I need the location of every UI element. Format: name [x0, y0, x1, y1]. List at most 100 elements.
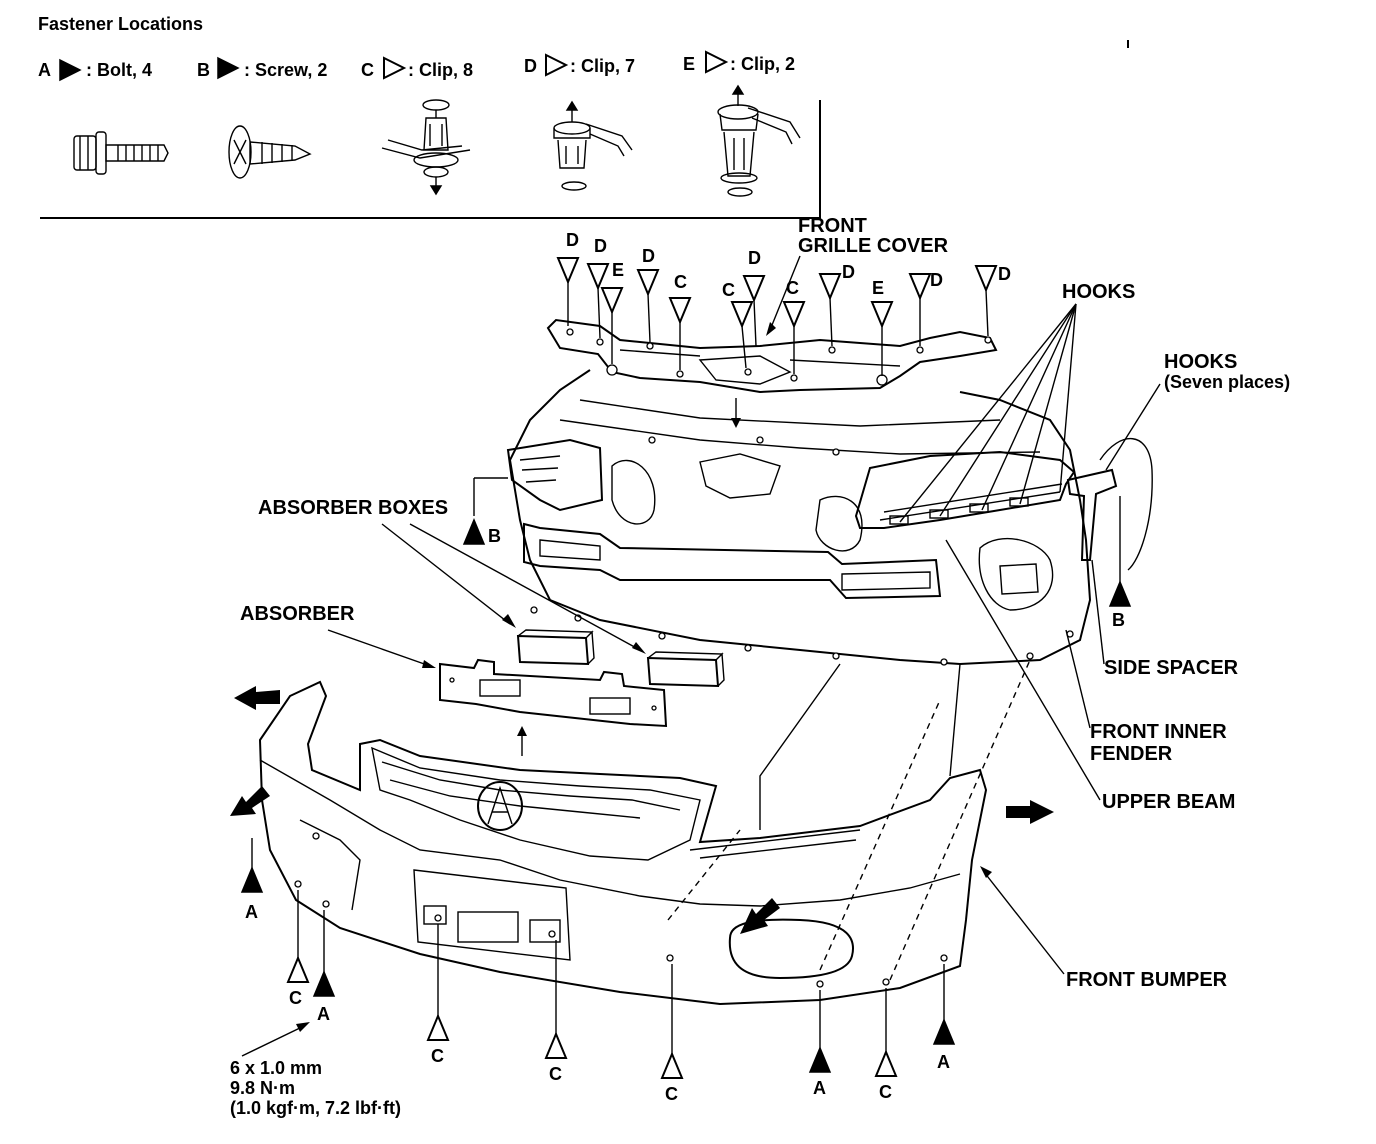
upper-beam: [854, 450, 1076, 529]
bolt-icon: [73, 131, 169, 175]
marker-d-triangle: [586, 263, 610, 291]
fastener-legend: Fastener Locations A : Bolt, 4 B : Screw…: [38, 14, 1129, 219]
arrow-right-icon: [1006, 800, 1054, 824]
bumper-markers: A C A C C C A C A: [240, 838, 956, 1104]
side-spacer: [1066, 468, 1118, 561]
marker-c-triangle: [782, 301, 806, 329]
marker-a-triangle: [808, 1046, 832, 1073]
marker-a-label: A: [813, 1078, 826, 1098]
legend-title: Fastener Locations: [38, 14, 203, 34]
front-bumper: [258, 659, 1031, 1006]
marker-b-right: B: [1108, 496, 1132, 630]
arrow-down-left-icon: [740, 898, 780, 934]
marker-e-label: E: [872, 278, 884, 298]
marker-d-label: D: [998, 264, 1011, 284]
marker-e-label: E: [612, 260, 624, 280]
legend-text-d: : Clip, 7: [570, 56, 635, 76]
marker-c-label: C: [674, 272, 687, 292]
marker-c-label: C: [289, 988, 302, 1008]
torque-spec-line3: (1.0 kgf·m, 7.2 lbf·ft): [230, 1098, 401, 1118]
leader-grille-cover: [769, 255, 801, 331]
label-hooks: HOOKS: [1062, 281, 1135, 303]
legend-letter-e: E: [683, 54, 695, 74]
guide-line: [949, 663, 961, 777]
hooks-leaders: [899, 303, 1077, 523]
marker-a-triangle: [240, 866, 264, 893]
legend-triangle-e: [705, 50, 729, 74]
upper-structure: [506, 369, 1153, 666]
torque-spec-line1: 6 x 1.0 mm: [230, 1058, 322, 1078]
label-absorber: ABSORBER: [240, 603, 355, 625]
arrow-down-left-icon: [230, 786, 270, 816]
grille-cover-holes: [566, 328, 992, 386]
label-hooks-seven-line1: HOOKS: [1164, 351, 1237, 373]
marker-d-label: D: [566, 230, 579, 250]
legend-text-a: : Bolt, 4: [86, 60, 152, 80]
legend-text-e: : Clip, 2: [730, 54, 795, 74]
marker-d-label: D: [930, 270, 943, 290]
leader-hooks-seven: [1105, 383, 1161, 471]
marker-d-triangle: [742, 275, 766, 303]
marker-d-label: D: [842, 262, 855, 282]
marker-d-label: D: [748, 248, 761, 268]
absorber-boxes: [516, 629, 725, 688]
label-front-inner-fender-line1: FRONT INNER: [1090, 721, 1227, 743]
marker-c-label: C: [722, 280, 735, 300]
label-side-spacer: SIDE SPACER: [1104, 657, 1239, 679]
guide-line: [759, 663, 841, 830]
marker-d-triangle: [556, 257, 580, 285]
label-front-bumper: FRONT BUMPER: [1066, 969, 1228, 991]
marker-c-label: C: [665, 1084, 678, 1104]
marker-e-triangle: [600, 287, 624, 315]
marker-a-triangle: [312, 970, 336, 997]
direction-arrows: [230, 686, 1054, 934]
clip-d-icon: [553, 100, 633, 191]
marker-c-triangle: [286, 955, 310, 983]
torque-spec: 6 x 1.0 mm 9.8 N·m (1.0 kgf·m, 7.2 lbf·f…: [230, 1022, 401, 1118]
marker-d-triangle: [818, 273, 842, 301]
marker-d-triangle: [636, 269, 660, 297]
marker-c-triangle: [660, 1051, 684, 1079]
label-front-grille-cover-line2: GRILLE COVER: [798, 235, 949, 257]
label-front-grille-cover-line1: FRONT: [798, 215, 867, 237]
legend-triangle-b: [217, 56, 240, 80]
marker-d-label: D: [642, 246, 655, 266]
marker-d-triangle: [974, 265, 998, 293]
screw-icon: [228, 125, 312, 179]
label-hooks-seven-line2: (Seven places): [1164, 372, 1290, 392]
legend-frame: [40, 100, 821, 219]
absorber: [439, 658, 668, 728]
marker-d-label: D: [594, 236, 607, 256]
legend-letter-d: D: [524, 56, 537, 76]
marker-c-label: C: [549, 1064, 562, 1084]
leader-front-inner-fender: [1065, 629, 1091, 729]
legend-letter-a: A: [38, 60, 51, 80]
label-front-inner-fender-line2: FENDER: [1090, 743, 1173, 765]
acura-emblem-icon: [477, 781, 523, 831]
leader-arrowhead: [766, 322, 776, 336]
leader-absorber: [327, 629, 431, 667]
marker-c-label: C: [431, 1046, 444, 1066]
legend-letter-b: B: [197, 60, 210, 80]
front-grille-cover: [546, 318, 998, 394]
torque-spec-line2: 9.8 N·m: [230, 1078, 295, 1098]
legend-triangle-a: [59, 58, 82, 82]
marker-c-triangle: [874, 1049, 898, 1077]
marker-a-label: A: [937, 1052, 950, 1072]
marker-c-triangle: [730, 301, 754, 329]
marker-c-label: C: [879, 1082, 892, 1102]
clip-c-icon: [381, 99, 471, 196]
marker-c-triangle: [426, 1013, 450, 1041]
legend-triangle-d: [545, 53, 569, 77]
legend-text-b: : Screw, 2: [244, 60, 327, 80]
marker-b-left: B: [462, 477, 508, 546]
marker-b-label: B: [488, 526, 501, 546]
marker-d-triangle: [908, 273, 932, 301]
label-absorber-boxes: ABSORBER BOXES: [258, 497, 448, 519]
marker-a-label: A: [317, 1004, 330, 1024]
marker-c-triangle: [668, 297, 692, 325]
legend-text-c: : Clip, 8: [408, 60, 473, 80]
marker-e-triangle: [870, 301, 894, 329]
legend-triangle-c: [383, 56, 407, 80]
